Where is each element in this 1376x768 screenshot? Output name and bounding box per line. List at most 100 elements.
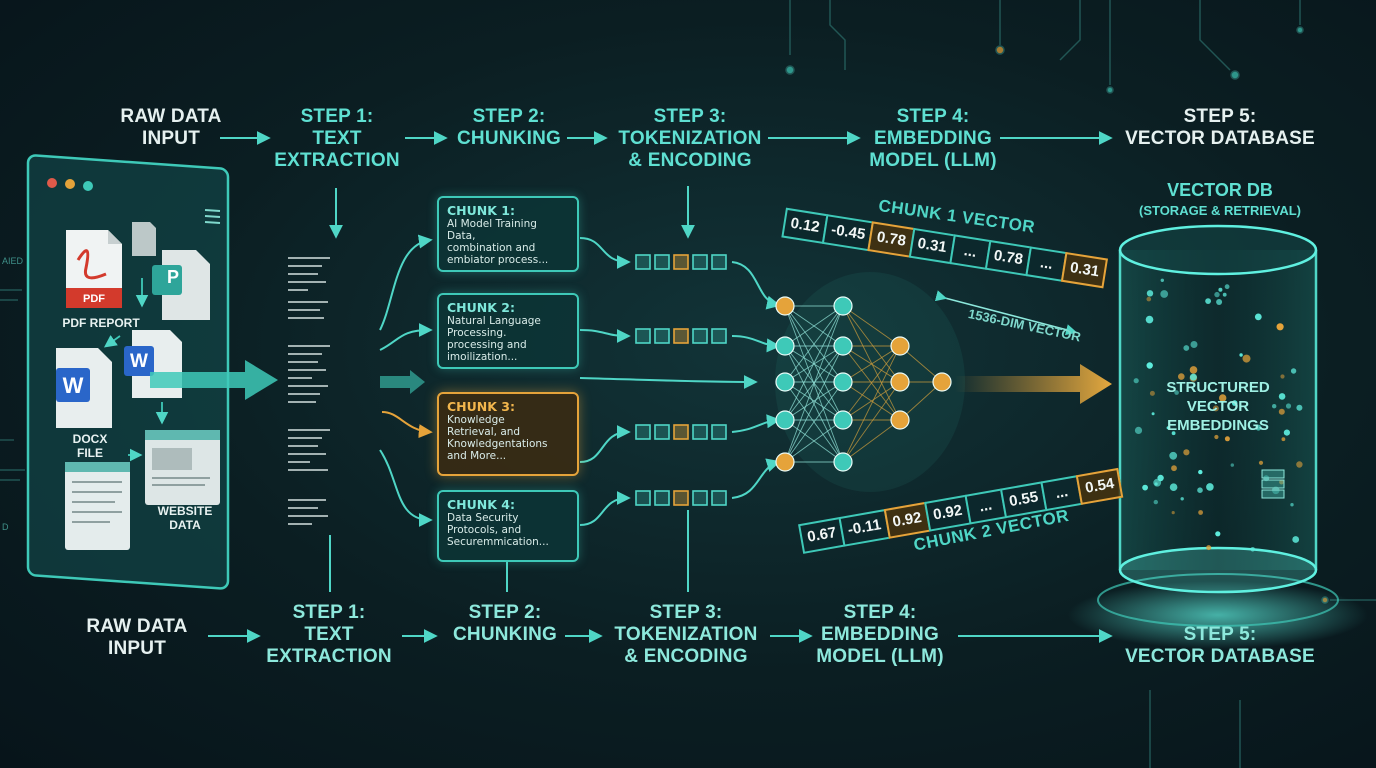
network-edge — [784, 305, 844, 347]
embedding-point — [1205, 298, 1211, 304]
top-step-raw-input: RAW DATA INPUT — [120, 106, 222, 149]
chunk-4-box: CHUNK 4: Data Security Protocols, and Se… — [437, 490, 579, 562]
embedding-point — [1174, 390, 1179, 395]
neural-network — [775, 272, 965, 492]
token-block — [711, 424, 727, 440]
token-block — [692, 490, 708, 506]
embedding-point — [1296, 404, 1303, 411]
network-node — [775, 336, 795, 356]
chunk-1-box: CHUNK 1: AI Model Training Data, combina… — [437, 196, 579, 272]
embedding-point — [1190, 341, 1198, 348]
embedding-point — [1178, 373, 1185, 380]
window-dot-yellow — [65, 179, 75, 189]
embedding-point — [1215, 531, 1221, 537]
embedding-point — [1276, 323, 1284, 331]
top-step-1-label: STEP 1: TEXT EXTRACTION — [274, 106, 400, 171]
embedding-point — [1171, 465, 1177, 472]
split-arrows — [379, 234, 433, 527]
chunk-title: CHUNK 4: — [447, 497, 515, 512]
token-block — [711, 254, 727, 270]
network-node — [775, 296, 795, 316]
embedding-point — [1296, 461, 1303, 468]
embedding-point — [1258, 460, 1264, 465]
token-block — [635, 328, 651, 344]
vector-db-subtitle: (STORAGE & RETRIEVAL) — [1138, 203, 1302, 218]
side-text-1: AIED — [2, 256, 24, 266]
chunk-body: Natural Language Processing. processing … — [447, 315, 541, 363]
embedding-point — [1292, 536, 1300, 543]
embedding-point — [1142, 484, 1148, 491]
embedding-point — [1254, 313, 1262, 321]
token-to-network-arrows — [731, 261, 781, 499]
embedding-point — [1224, 284, 1230, 290]
token-block — [635, 254, 651, 270]
network-edge — [842, 305, 901, 383]
word-glyph-small: W — [130, 351, 148, 372]
token-block — [654, 328, 670, 344]
network-edge — [842, 345, 901, 421]
chunk-to-token-arrows — [579, 237, 631, 526]
network-node — [775, 452, 795, 472]
embedding-point — [1272, 404, 1277, 409]
network-node — [932, 372, 952, 392]
pdf-report-label: PDF REPORT — [62, 316, 140, 330]
website-icon — [145, 430, 220, 505]
embedding-output-arrow — [955, 364, 1112, 404]
embedding-point — [1212, 405, 1219, 412]
network-edge — [784, 381, 844, 421]
top-step-2-label: STEP 2: CHUNKING — [457, 106, 561, 149]
network-edge — [842, 345, 901, 383]
embedding-point — [1197, 487, 1203, 494]
bottom-step-3-label: STEP 3: TOKENIZATION & ENCODING — [614, 602, 758, 667]
chunk-title: CHUNK 3: — [447, 399, 515, 414]
network-edge — [784, 305, 844, 463]
embedding-point — [1160, 278, 1165, 282]
top-step-5-label: STEP 5: VECTOR DATABASE — [1125, 106, 1315, 149]
embedding-point — [1145, 315, 1154, 324]
embedding-point — [1206, 483, 1214, 491]
embedding-point — [1278, 408, 1285, 415]
circuit-decoration — [785, 0, 1376, 768]
token-block — [673, 254, 689, 270]
network-edge — [842, 419, 901, 463]
embedding-point — [1146, 296, 1152, 302]
token-blocks — [635, 254, 727, 506]
network-node — [833, 452, 853, 472]
token-block — [673, 328, 689, 344]
embedding-point — [1242, 354, 1251, 363]
embedding-point — [1290, 503, 1294, 507]
embedding-point — [1290, 368, 1297, 374]
network-edge — [784, 305, 844, 421]
embedding-point — [1180, 497, 1184, 501]
structured-embeddings-label: STRUCTURED VECTOR EMBEDDINGS — [1166, 379, 1270, 434]
embedding-point — [1149, 390, 1155, 396]
network-edge — [784, 345, 844, 463]
network-node — [775, 372, 795, 392]
chunk-body: Knowledge Retrieval, and Knowledgentatio… — [447, 414, 548, 462]
extracted-text-lines — [288, 257, 330, 525]
website-data-label: WEBSITE DATA — [157, 504, 213, 532]
network-edge — [842, 305, 901, 421]
embedding-point — [1146, 362, 1153, 369]
embedding-point — [1198, 510, 1203, 515]
token-block — [692, 424, 708, 440]
vector-database-cylinder — [1068, 224, 1368, 649]
network-node — [890, 372, 910, 392]
bottom-step-raw-input: RAW DATA INPUT — [86, 616, 188, 659]
bottom-step-1-label: STEP 1: TEXT EXTRACTION — [266, 602, 392, 667]
webpage-icon — [65, 462, 130, 550]
network-node — [833, 410, 853, 430]
embedding-point — [1278, 393, 1286, 400]
embedding-point — [1183, 345, 1190, 351]
embedding-point — [1224, 436, 1230, 442]
chunk-body: AI Model Training Data, combination and … — [447, 218, 549, 266]
embedding-point — [1134, 426, 1143, 434]
token-block — [654, 424, 670, 440]
embedding-point — [1285, 403, 1292, 409]
embedding-point — [1222, 292, 1227, 297]
window-dot-green — [83, 181, 93, 191]
embedding-point — [1146, 290, 1154, 297]
pdf-icon — [66, 230, 122, 308]
chunk-body: Data Security Protocols, and Securemmica… — [447, 512, 549, 548]
